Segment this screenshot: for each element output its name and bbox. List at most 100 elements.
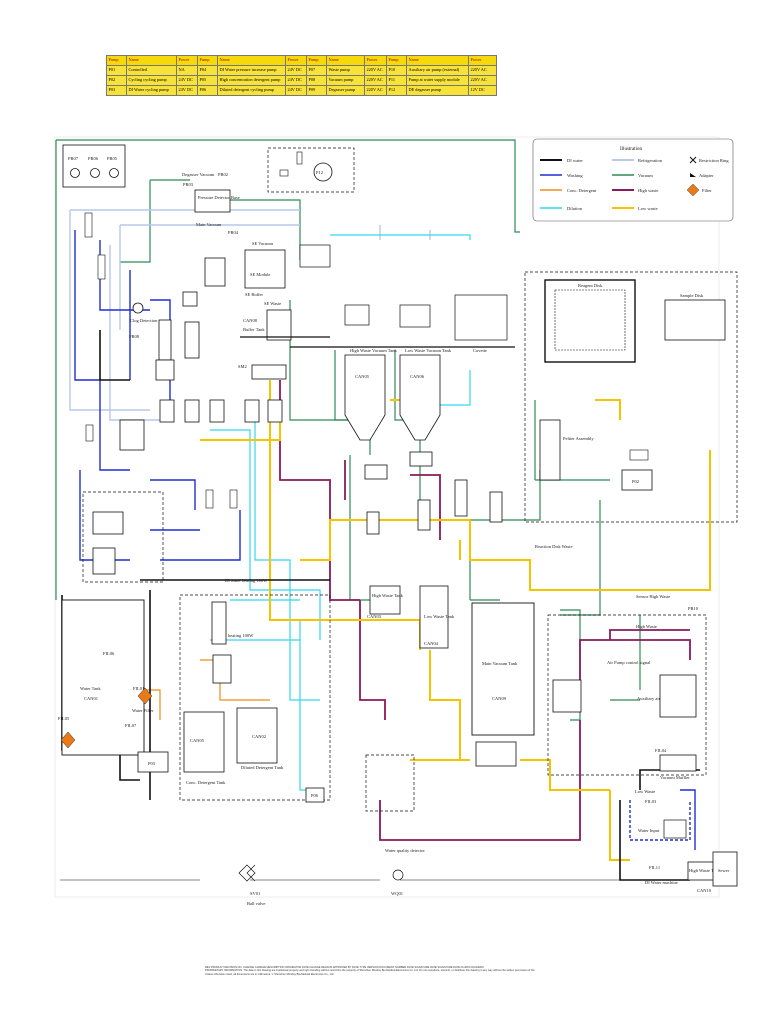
restriction-ring-icon xyxy=(689,156,697,164)
peltier-assembly xyxy=(539,419,561,481)
low-waste-label: Low Waste xyxy=(635,789,655,794)
pr02-label: PR02 xyxy=(218,172,228,177)
air-pump-module: Sensor High Waste PR10 High Waste Air Pu… xyxy=(552,594,699,780)
valve-icon xyxy=(85,424,94,442)
water-filter-label: Water Filter xyxy=(132,708,154,713)
sample-disk-housing xyxy=(664,299,726,341)
pr03-label: PR03 xyxy=(183,182,194,187)
auxiliary-air-pump-label: Auxiliary air Pump xyxy=(637,696,672,701)
high-waste-label: High Waste xyxy=(636,624,657,629)
footer-notes: REV PRODUCT REVISION NO. CHANGE CHANGE D… xyxy=(205,966,535,976)
sewer xyxy=(712,851,738,887)
water-filter-box xyxy=(365,754,415,812)
pump-module-box xyxy=(82,491,164,583)
sm2-label: SM2 xyxy=(238,364,247,369)
pressure-detector-base xyxy=(194,189,231,213)
can01-label: CAN01 xyxy=(84,696,98,701)
water-tank xyxy=(61,599,145,756)
pressure-sensor-icon xyxy=(109,168,119,178)
washing-line xyxy=(160,510,241,561)
pr10-label: PR10 xyxy=(688,606,699,611)
low-waste-vacuum-tank-label: Low Waste Vacuum Tank xyxy=(405,348,452,353)
adapter-icon xyxy=(690,173,696,177)
high-waste-line xyxy=(410,474,441,540)
pump-body xyxy=(155,359,175,381)
legend-frame xyxy=(532,138,734,222)
refrigeration-line xyxy=(69,209,300,411)
vacuum-line xyxy=(120,179,190,263)
buffer-tank-label: Buffer Tank xyxy=(243,327,265,332)
conc-detergent-tank-label: Conc. Detergent Tank xyxy=(186,780,226,785)
p12-label: P12 xyxy=(316,170,323,175)
water-quality-sensor-icon xyxy=(392,869,404,881)
legend-label: Filter xyxy=(702,188,712,193)
pump-body xyxy=(92,511,124,535)
sensor-high-waste-label: Sensor High Waste xyxy=(636,594,670,599)
can05b-label: CAN05 xyxy=(190,738,205,743)
valve-block xyxy=(244,399,260,423)
valve-icon xyxy=(205,489,214,509)
can09-label: CAN09 xyxy=(492,696,507,701)
incubation-module-box xyxy=(524,271,738,523)
wash-station xyxy=(299,244,331,268)
vacuum-muffler xyxy=(659,754,697,772)
water-pump xyxy=(137,751,169,773)
pump-body xyxy=(92,547,116,575)
mid-valves: Reaction Disk Waste xyxy=(364,451,573,549)
footer-note: REV PRODUCT REVISION NO. CHANGE CHANGE D… xyxy=(205,966,484,969)
air-pump-module-box xyxy=(547,614,707,776)
valve-block xyxy=(417,499,431,531)
pr07-label: PR07 xyxy=(68,156,79,161)
probe-box-frame xyxy=(62,144,126,188)
vacuum-line xyxy=(610,615,641,701)
valve-block xyxy=(366,511,380,535)
clog-sensor-icon xyxy=(132,302,144,314)
diluted-detergent-tank-label: Diluted Detergent Tank xyxy=(241,765,284,770)
module-boxes xyxy=(82,147,738,812)
auxiliary-air-pump xyxy=(659,674,697,718)
pressure-sensor-icon xyxy=(70,168,80,178)
refrigeration-line xyxy=(379,225,431,240)
ball-valve-icon xyxy=(238,864,256,882)
valve-icon xyxy=(279,169,289,177)
fil06-label: FIL06 xyxy=(103,651,115,656)
high-waste-line xyxy=(279,380,360,601)
legend-label: Dilution xyxy=(567,206,583,211)
sm2-valve-bank: SM2 xyxy=(159,364,287,423)
low-waste-tank-label: Low Waste Tank xyxy=(424,614,455,619)
can08-label: CAN08 xyxy=(243,318,258,323)
pump-body xyxy=(204,257,226,287)
pump-table-cell: 12V DC xyxy=(468,85,497,96)
pr05-label: PR05 xyxy=(107,156,118,161)
schematic-frame xyxy=(54,136,720,898)
pump-body xyxy=(629,449,649,461)
low-waste-line xyxy=(609,790,630,861)
valve-block xyxy=(663,819,687,839)
footer-note: Unless otherwise noted, all dimensions a… xyxy=(205,972,335,976)
can03-label: CAN03 xyxy=(367,614,382,619)
low-waste-line xyxy=(429,650,470,761)
bottom-valves: SV01 Ball valve Water quality detector W… xyxy=(238,848,425,906)
washing-line xyxy=(680,789,696,850)
waste-tanks: High Waste Tank CAN03 Low Waste Tank CAN… xyxy=(367,585,535,767)
fil11-label: FIL11 xyxy=(649,865,660,870)
low-waste-line xyxy=(340,619,421,650)
low-waste-tank xyxy=(419,585,449,649)
footer-note: PROPRIETARY INFORMATION: The data in thi… xyxy=(205,969,535,973)
di-water-heating-label: DI water heating 100W xyxy=(225,578,268,583)
low-waste-line xyxy=(269,380,340,621)
p03-label: P03 xyxy=(148,761,156,766)
se-module-box xyxy=(244,249,286,289)
pr08-label: PR08 xyxy=(129,334,140,339)
se-module: SE Vacuum SE Module SE Buffer SE Waste C… xyxy=(240,241,330,341)
se-buffer-label: SE Buffer xyxy=(245,292,264,297)
legend-label: Refrigeration xyxy=(638,158,663,163)
degasser-box xyxy=(267,147,355,193)
sv01-label: SV01 xyxy=(250,891,260,896)
water-tank-label: Water Tank xyxy=(80,686,101,691)
valve-block xyxy=(184,399,200,423)
p02-label: P02 xyxy=(632,479,639,484)
cuvette-label: Cuvette xyxy=(473,348,487,353)
valve-block xyxy=(209,399,225,423)
